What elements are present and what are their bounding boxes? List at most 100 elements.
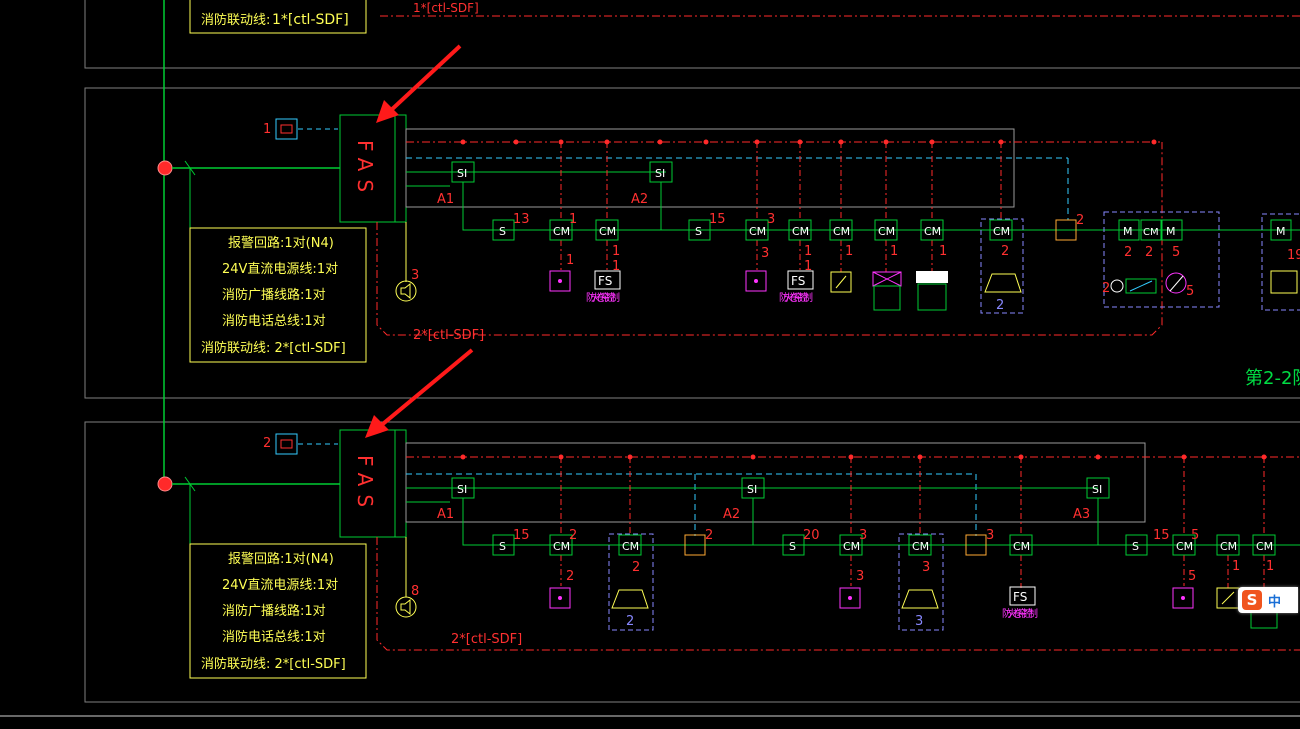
svg-text:19: 19: [1287, 248, 1300, 263]
svg-text:15: 15: [709, 212, 726, 227]
svg-text:CM: CM: [792, 225, 809, 238]
svg-text:1: 1: [804, 259, 812, 274]
svg-text:3: 3: [856, 569, 864, 584]
svg-text:消防电话总线:1对: 消防电话总线:1对: [222, 629, 326, 645]
svg-text:A2: A2: [723, 507, 740, 522]
svg-text:5: 5: [1191, 528, 1199, 543]
svg-text:S: S: [695, 225, 702, 238]
fas-label-2: FAS: [353, 455, 377, 515]
svg-text:3: 3: [986, 528, 994, 543]
svg-text:2*[ctl-SDF]: 2*[ctl-SDF]: [451, 632, 522, 647]
svg-text:2: 2: [569, 528, 577, 543]
svg-text:2: 2: [705, 528, 713, 543]
svg-text:5: 5: [1172, 245, 1180, 260]
svg-text:CM: CM: [878, 225, 895, 238]
speaker-icon-1: [395, 280, 417, 302]
svg-text:1: 1: [890, 244, 898, 259]
svg-text:CM: CM: [599, 225, 616, 238]
section-title: 第2-2防: [1245, 368, 1300, 389]
ime-toolbar[interactable]: S 中: [1238, 587, 1298, 613]
svg-text:1: 1: [566, 253, 574, 268]
svg-text:消防联动线: 2*[ctl-SDF]: 消防联动线: 2*[ctl-SDF]: [201, 340, 346, 356]
svg-text:SI: SI: [747, 483, 757, 496]
svg-text:5: 5: [1188, 569, 1196, 584]
svg-text:A2: A2: [631, 192, 648, 207]
svg-text:SI: SI: [1092, 483, 1102, 496]
svg-text:报警回路:1对(N4): 报警回路:1对(N4): [228, 551, 334, 567]
svg-text:24V直流电源线:1对: 24V直流电源线:1对: [222, 578, 338, 593]
svg-text:S: S: [499, 225, 506, 238]
svg-text:2*[ctl-SDF]: 2*[ctl-SDF]: [413, 328, 484, 343]
svg-text:CM: CM: [1143, 227, 1159, 238]
ime-language-toggle[interactable]: 中: [1268, 594, 1282, 610]
svg-text:SI: SI: [457, 167, 467, 180]
phone-icon[interactable]: [275, 433, 298, 455]
trunk-junction-2: [157, 476, 173, 492]
svg-text:CM: CM: [833, 225, 850, 238]
top-bus-label: 1*[ctl-SDF]: [413, 1, 479, 15]
svg-text:SI: SI: [457, 483, 467, 496]
svg-text:CM: CM: [749, 225, 766, 238]
phone-icon[interactable]: [275, 118, 298, 140]
svg-text:CM: CM: [1176, 540, 1193, 553]
top-linkage-value: 1*[ctl-SDF]: [272, 12, 349, 28]
svg-text:2: 2: [1145, 245, 1153, 260]
svg-text:1: 1: [612, 259, 620, 274]
svg-text:SI: SI: [655, 167, 665, 180]
phone-number-1: 1: [263, 122, 271, 137]
svg-text:1: 1: [612, 244, 620, 259]
svg-text:5: 5: [1186, 284, 1194, 299]
svg-text:2: 2: [1124, 245, 1132, 260]
svg-text:M: M: [1166, 225, 1176, 238]
svg-text:24V直流电源线:1对: 24V直流电源线:1对: [222, 262, 338, 277]
svg-text:消防广播线路:1对: 消防广播线路:1对: [222, 603, 326, 619]
svg-text:15: 15: [513, 528, 530, 543]
svg-text:CM: CM: [622, 540, 639, 553]
sogou-logo-icon: S: [1242, 590, 1262, 610]
svg-text:CM: CM: [993, 225, 1010, 238]
svg-text:FS: FS: [791, 274, 805, 288]
svg-text:消防广播线路:1对: 消防广播线路:1对: [222, 287, 326, 303]
svg-text:15: 15: [1153, 528, 1170, 543]
svg-text:1: 1: [939, 244, 947, 259]
svg-text:A1: A1: [437, 507, 454, 522]
svg-text:防火卷帘控制: 防火卷帘控制: [1002, 607, 1038, 620]
svg-text:1: 1: [1232, 559, 1240, 574]
svg-text:消防联动线: 2*[ctl-SDF]: 消防联动线: 2*[ctl-SDF]: [201, 656, 346, 672]
svg-text:CM: CM: [553, 540, 570, 553]
svg-text:3: 3: [859, 528, 867, 543]
svg-text:1: 1: [845, 244, 853, 259]
svg-text:CM: CM: [924, 225, 941, 238]
svg-text:FS: FS: [1013, 590, 1027, 604]
svg-text:1: 1: [569, 212, 577, 227]
svg-text:8: 8: [411, 584, 419, 599]
svg-text:3: 3: [767, 212, 775, 227]
panel-1: 1 FAS 报警回路:1对(N4) 24V直流电源线:1对 消防广播线路:1对 …: [189, 44, 1300, 363]
svg-text:FS: FS: [598, 274, 612, 288]
svg-text:M: M: [1123, 225, 1133, 238]
svg-text:2: 2: [1102, 281, 1110, 296]
svg-text:2: 2: [632, 560, 640, 575]
svg-text:2: 2: [1001, 244, 1009, 259]
svg-text:CM: CM: [1256, 540, 1273, 553]
fas-label-1: FAS: [353, 140, 377, 200]
top-fragment: 消防联动线: 1*[ctl-SDF] 1*[ctl-SDF]: [189, 0, 1300, 34]
annotation-arrow-1: [386, 44, 462, 115]
svg-text:S: S: [789, 540, 796, 553]
svg-text:2: 2: [996, 298, 1004, 313]
svg-text:2: 2: [1076, 213, 1084, 228]
svg-text:20: 20: [803, 528, 820, 543]
annotation-arrow-2: [376, 348, 474, 430]
svg-text:3: 3: [915, 614, 923, 629]
svg-text:A3: A3: [1073, 507, 1090, 522]
panel-2: 2 FAS 报警回路:1对(N4) 24V直流电源线:1对 消防广播线路:1对 …: [189, 348, 1300, 679]
svg-text:S: S: [1132, 540, 1139, 553]
legend-box-1: [189, 227, 367, 363]
svg-text:A1: A1: [437, 192, 454, 207]
svg-text:2: 2: [626, 614, 634, 629]
top-linkage-label: 消防联动线:: [201, 12, 270, 28]
legend-box-2: [189, 543, 367, 679]
